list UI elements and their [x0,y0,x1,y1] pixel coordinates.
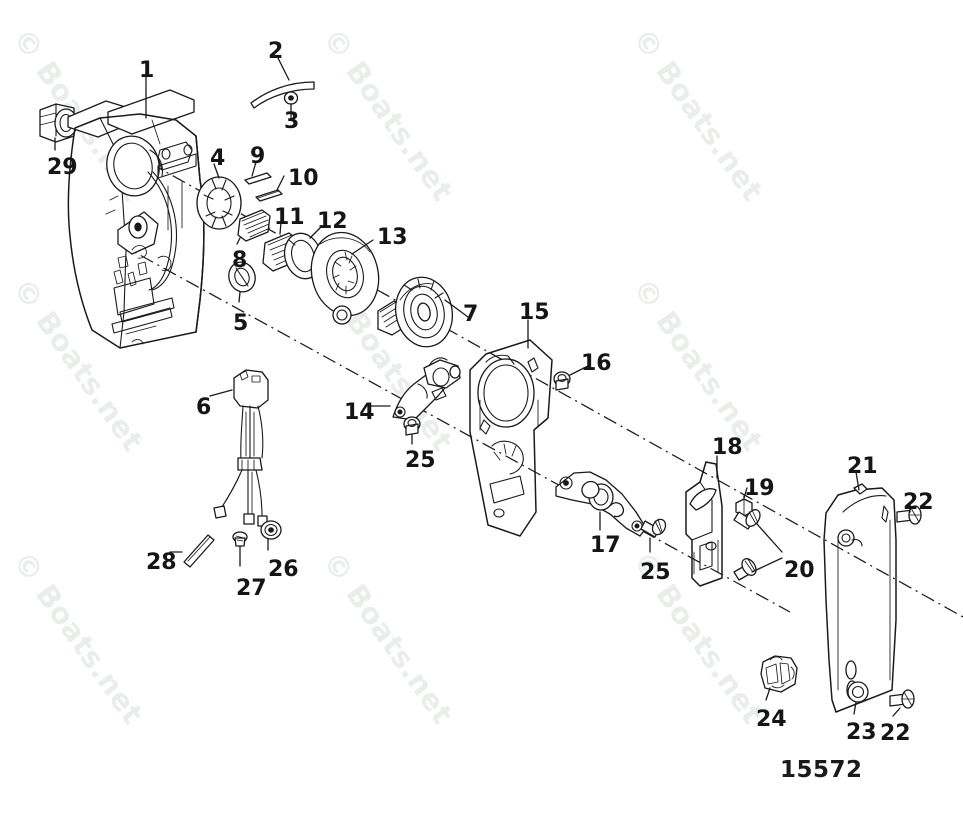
callout-spring[interactable]: 11 [274,205,305,230]
callout-friction-disc[interactable]: 13 [377,225,408,250]
callout-bushing-washer[interactable]: 5 [233,311,249,336]
part-18-shift-bracket [685,455,723,587]
callout-coupler-plate[interactable]: 4 [210,146,226,171]
callout-set-screw[interactable]: 16 [581,351,612,376]
callout-shift-bracket[interactable]: 18 [712,435,743,460]
callout-retaining-ring[interactable]: 12 [317,209,348,234]
part-8-threaded-sleeve [236,209,271,245]
part-10-roll-pin [255,175,285,202]
part-25a-bolt [403,416,421,445]
part-27-small-screw [232,531,248,567]
callout-threaded-sleeve[interactable]: 8 [232,248,248,273]
part-17-shift-cam-lever [555,471,647,537]
callout-cover-screw-lower[interactable]: 22 [880,721,911,746]
part-22b-cover-screw [889,689,915,717]
callout-gear-housing[interactable]: 1 [139,58,155,83]
callout-nut[interactable]: 19 [744,476,775,501]
part-22a-cover-screw [896,504,922,525]
callout-tie-strap[interactable]: 28 [146,550,177,575]
part-6-wiring-harness-switch [209,369,269,527]
part-4-coupler-plate [196,163,242,230]
callout-side-cover[interactable]: 21 [847,454,878,479]
part-7-drive-pulley [377,276,469,348]
part-15-bearing-carrier [469,319,553,537]
part-14-shift-link-arm [367,357,461,421]
callout-bearing-carrier[interactable]: 15 [519,300,550,325]
part-26-grommet-wire [260,520,282,551]
callout-drive-pulley[interactable]: 7 [463,302,479,327]
part-28-tie-strap [169,534,215,568]
part-5-bushing-washer [228,261,256,303]
callout-seal-strip[interactable]: 2 [268,39,284,64]
callout-bolt-a[interactable]: 25 [405,448,436,473]
callout-bushing[interactable]: 29 [47,155,78,180]
part-13-friction-disc [310,231,380,325]
centerline-lower [117,242,791,613]
callout-clip[interactable]: 24 [756,707,787,732]
part-24-clip [760,655,798,701]
callout-grommet-wire[interactable]: 26 [268,557,299,582]
part-25b-bolt [640,518,667,553]
callout-grommet[interactable]: 3 [284,109,300,134]
callout-dowel-pin[interactable]: 9 [250,144,266,169]
callout-wiring-harness-switch[interactable]: 6 [196,395,212,420]
part-16-set-screw [553,365,589,391]
part-1-gear-housing [67,75,205,349]
part-20-screws [733,509,783,581]
part-2-seal-strip [250,55,315,109]
callout-roll-pin[interactable]: 10 [288,166,319,191]
part-9-dowel-pin [244,161,272,185]
part-19-nut [735,487,753,517]
part-3-grommet [283,91,299,121]
callout-screws[interactable]: 20 [784,558,815,583]
part-23-grommet-lower [847,681,869,715]
part-21-side-cover [823,471,897,713]
callout-screw-small[interactable]: 27 [236,576,267,601]
callout-cover-screw-upper[interactable]: 22 [903,490,934,515]
callout-grommet-lower[interactable]: 23 [846,720,877,745]
callout-shift-cam-lever[interactable]: 17 [590,533,621,558]
callout-bolt-b[interactable]: 25 [640,560,671,585]
diagram-number: 15572 [780,757,863,783]
callout-shift-link-arm[interactable]: 14 [344,400,375,425]
